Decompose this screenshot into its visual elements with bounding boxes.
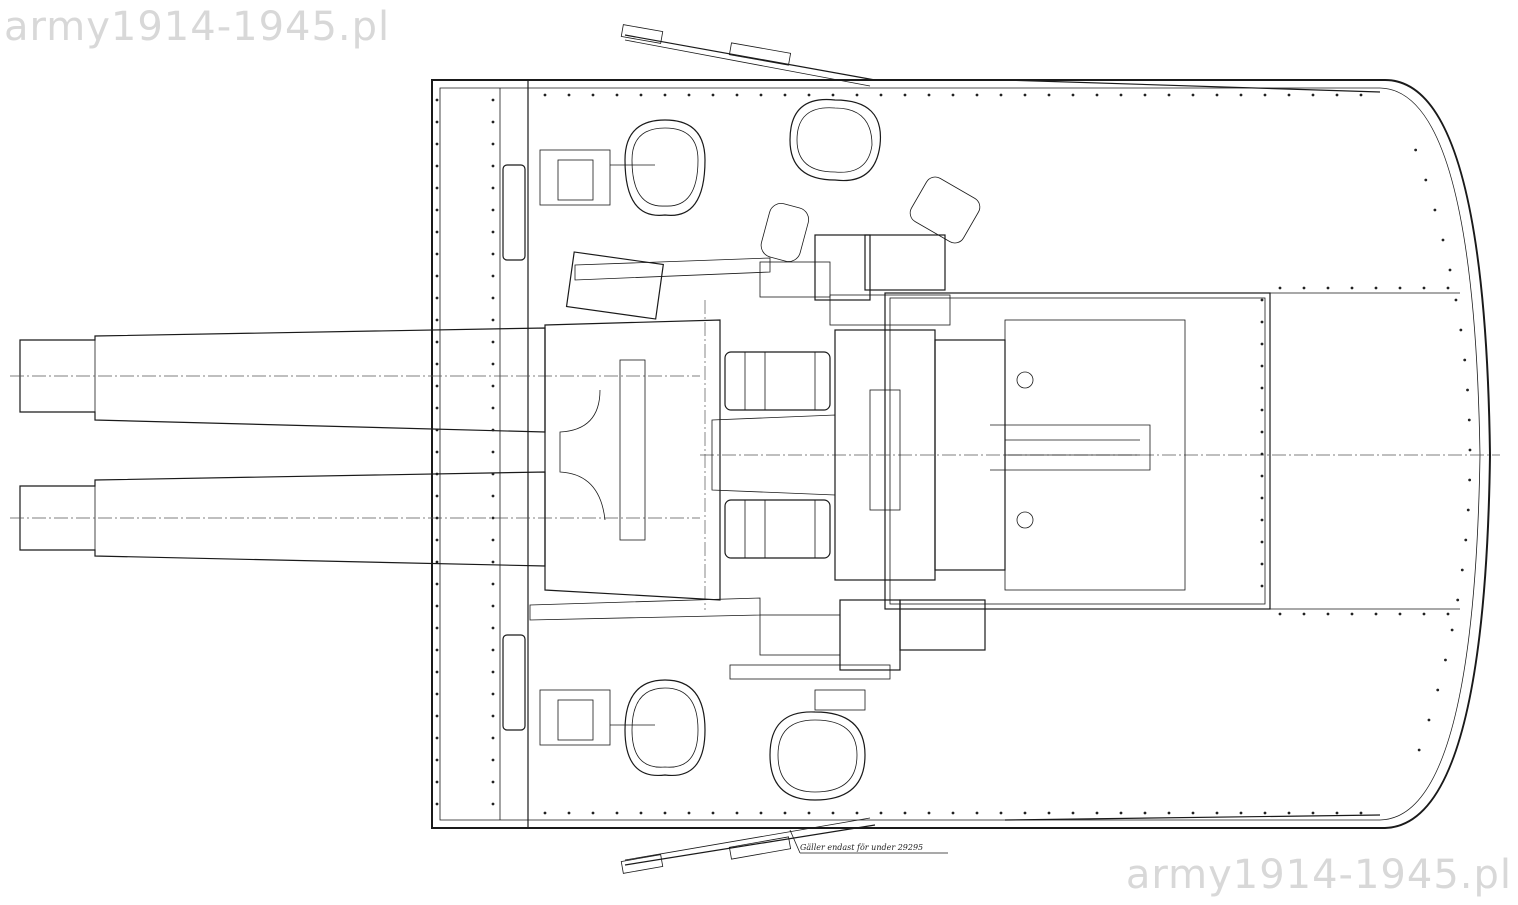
seat-bottom-center xyxy=(769,711,866,801)
note-leader xyxy=(789,829,801,854)
gun-barrel-lower xyxy=(19,471,546,567)
turnbuckle-stay-lower xyxy=(620,814,1381,874)
sight-upper-left xyxy=(502,149,611,261)
upper-mechanism xyxy=(565,176,981,326)
rear-deck-plate xyxy=(884,292,1460,610)
drawing-note: Gäller endast för under 29295 xyxy=(800,843,924,852)
gun-barrel-upper xyxy=(19,327,546,433)
watermark-bottom-right: army1914-1945.pl xyxy=(1125,852,1512,898)
recoil-cylinder-lower xyxy=(724,499,831,559)
lower-mechanism xyxy=(529,597,986,711)
breech-mechanism xyxy=(834,319,1186,591)
seat-bottom-left xyxy=(610,679,706,777)
recoil-cylinder-upper xyxy=(724,351,831,411)
rivet-rows xyxy=(435,93,1472,815)
seat-top-left xyxy=(610,119,706,216)
watermark-top-left: army1914-1945.pl xyxy=(4,4,391,50)
centerlines xyxy=(10,300,1500,610)
seat-top-center xyxy=(789,98,882,182)
turret-shield-outline xyxy=(431,79,1492,829)
turnbuckle-stay-upper xyxy=(620,24,1381,93)
sight-lower-left xyxy=(502,634,611,746)
